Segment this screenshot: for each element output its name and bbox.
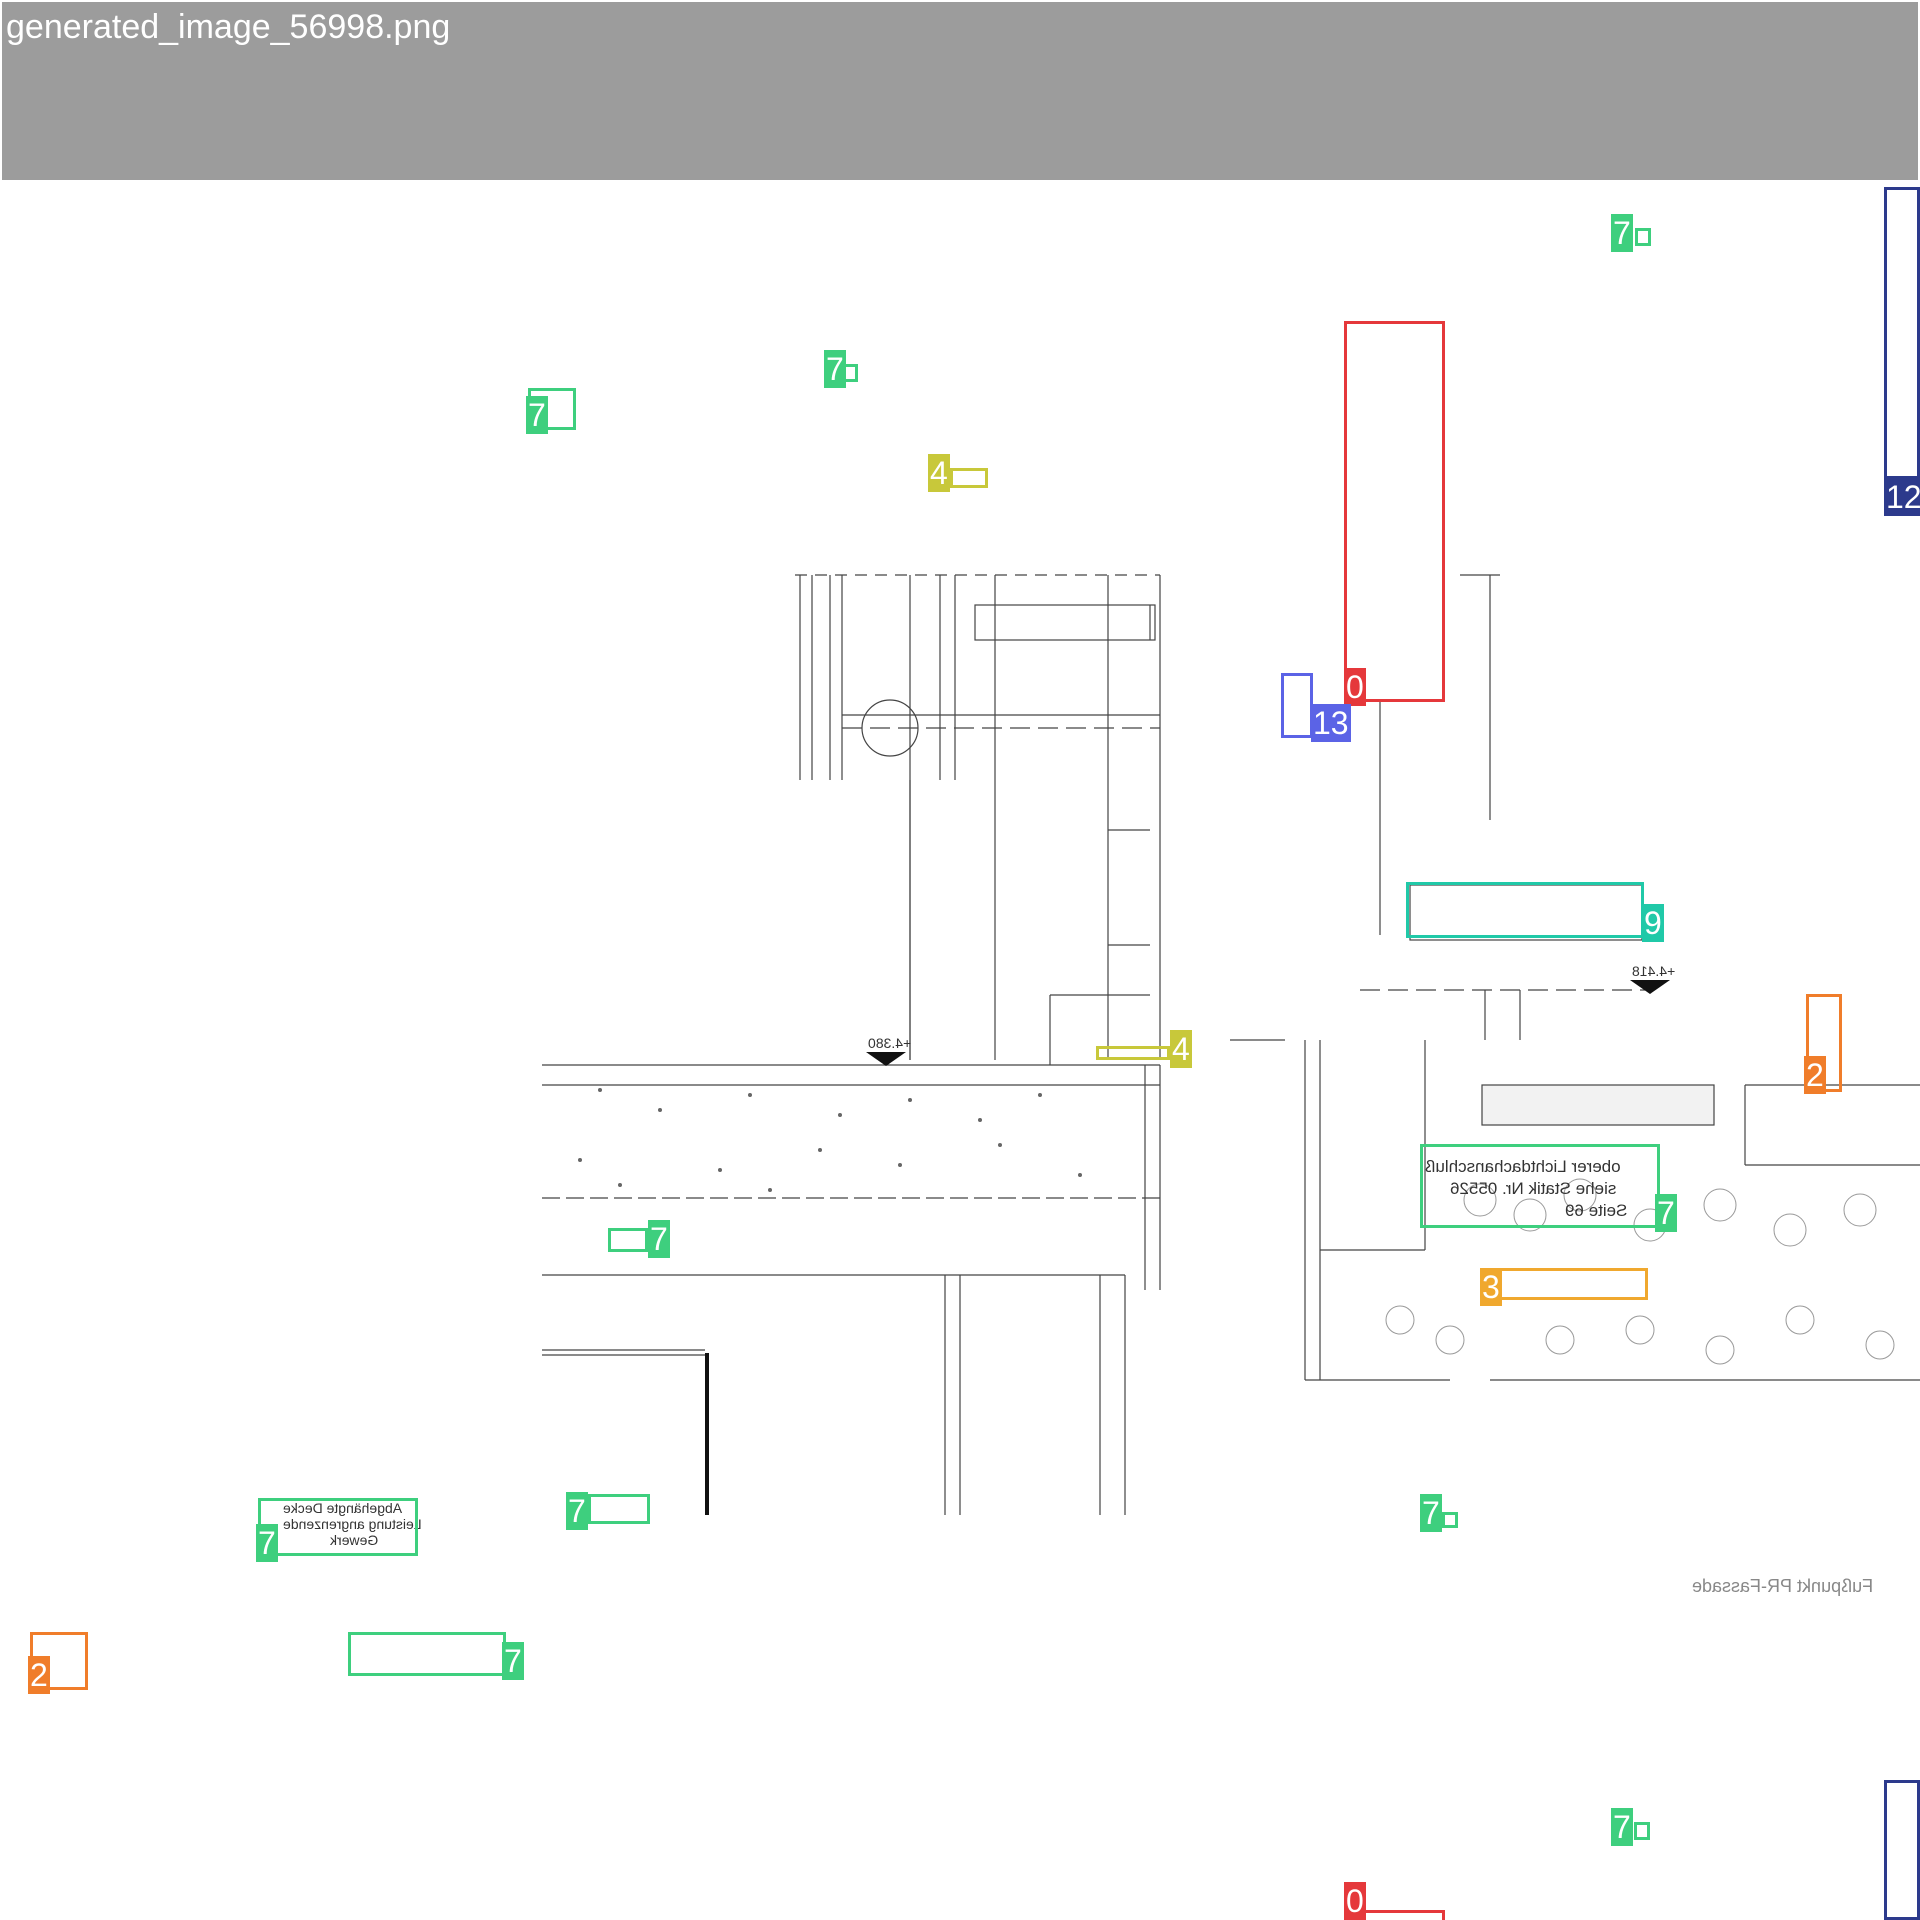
annotation-box-13 <box>1281 673 1313 738</box>
annotation-box-9 <box>1406 882 1644 938</box>
annotation-box-7 <box>1634 1822 1650 1840</box>
annotation-label-2: 2 <box>1804 1056 1826 1094</box>
annotation-box-7 <box>1635 228 1651 246</box>
annotation-box-4 <box>950 468 988 488</box>
annotation-label-7: 7 <box>1420 1494 1442 1532</box>
annotation-label-0-bottom: 0 <box>1344 1882 1366 1920</box>
annotation-box-0 <box>1344 321 1445 702</box>
annotation-label-13: 13 <box>1311 704 1351 742</box>
annotation-label-7: 7 <box>526 396 548 434</box>
annotation-label-7: 7 <box>1611 1808 1633 1846</box>
annotation-box-7 <box>258 1498 418 1556</box>
annotation-label-7: 7 <box>502 1642 524 1680</box>
annotation-box-4 <box>1096 1046 1170 1060</box>
image-filename: generated_image_56998.png <box>6 8 451 46</box>
annotation-label-7: 7 <box>566 1492 588 1530</box>
annotation-box-7 <box>348 1632 506 1676</box>
annotation-label-4: 4 <box>928 454 950 492</box>
annotation-box-3 <box>1482 1268 1648 1300</box>
image-header-bar: generated_image_56998.png <box>2 2 1918 180</box>
annotation-box-12-bottom <box>1884 1780 1920 1920</box>
annotation-label-7: 7 <box>648 1220 670 1258</box>
annotation-label-7: 7 <box>256 1524 278 1562</box>
level-label: +4.418 <box>1632 963 1676 979</box>
annotation-box-7 <box>1420 1144 1660 1228</box>
annotation-box-7 <box>1442 1512 1458 1528</box>
annotation-label-12: 12 <box>1884 478 1920 516</box>
annotation-box-7 <box>608 1228 648 1252</box>
annotation-label-3: 3 <box>1480 1268 1502 1306</box>
annotation-label-0: 0 <box>1344 668 1366 706</box>
fusspunkt-note: Fußpunkt PR-Fassade <box>1692 1576 1874 1596</box>
annotation-box-7 <box>588 1494 650 1524</box>
annotation-box-12 <box>1884 187 1920 479</box>
annotation-label-4: 4 <box>1170 1030 1192 1068</box>
annotation-label-2: 2 <box>28 1656 50 1694</box>
annotation-label-7: 7 <box>1611 214 1633 252</box>
annotation-label-7: 7 <box>824 350 846 388</box>
level-label: +4.380 <box>868 1035 912 1051</box>
annotation-label-7: 7 <box>1655 1194 1677 1232</box>
annotation-label-9: 9 <box>1642 904 1664 942</box>
